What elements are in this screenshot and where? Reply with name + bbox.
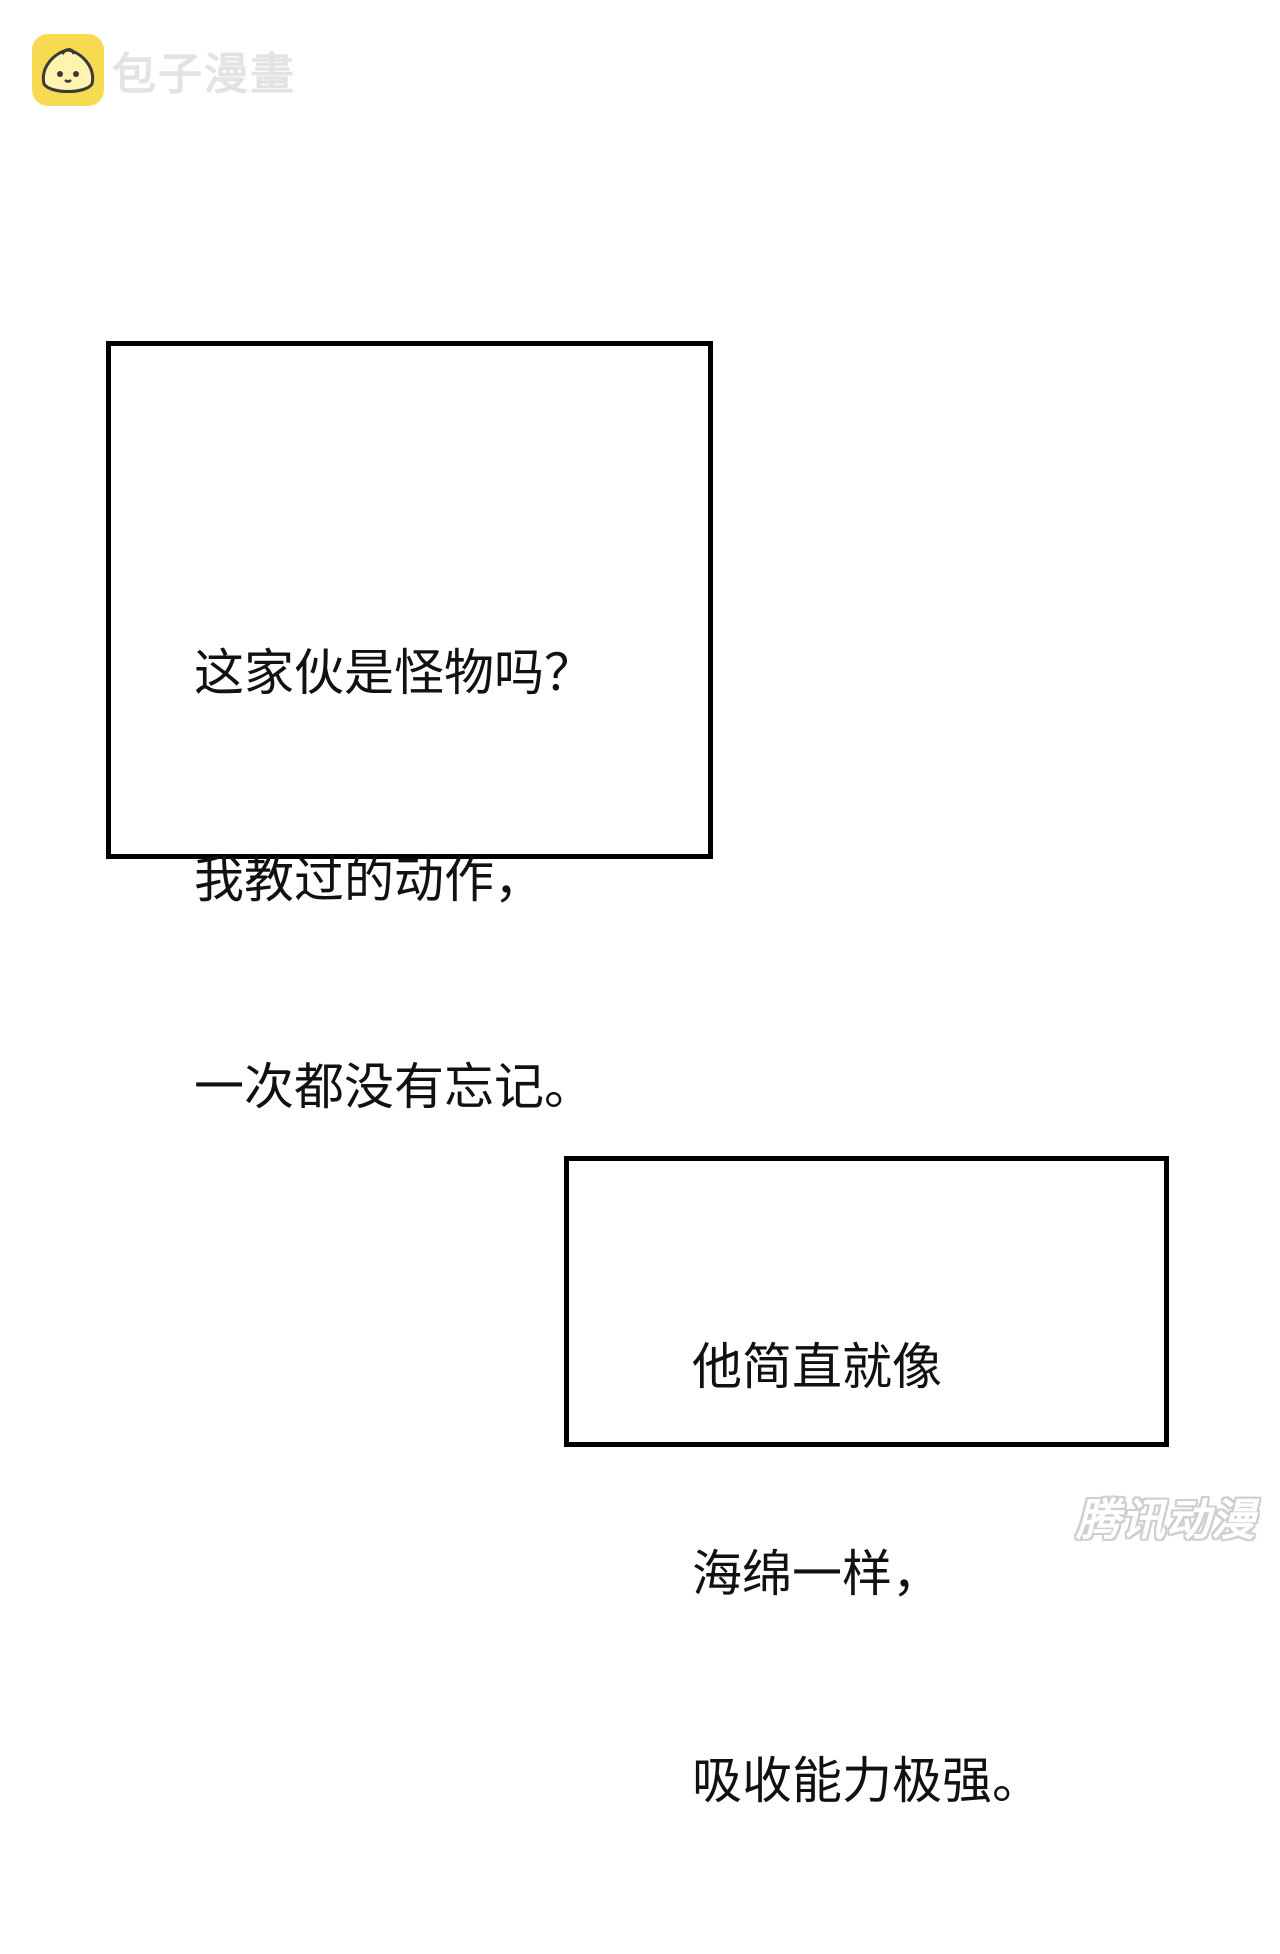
caption-line: 海绵一样， <box>692 1545 942 1603</box>
caption-text-2: 他简直就像 海绵一样， 吸收能力极强。 <box>692 1195 1042 1954</box>
caption-line: 我教过的动作， <box>194 851 544 909</box>
caption-line: 这家伙是怪物吗？ <box>194 644 594 702</box>
caption-line: 一次都没有忘记。 <box>194 1058 594 1116</box>
logo-text: 包子漫畫 <box>112 49 296 100</box>
bun-mascot-icon <box>32 34 104 106</box>
site-logo[interactable]: 包子漫畫 <box>32 34 296 106</box>
caption-line: 吸收能力极强。 <box>692 1752 1042 1810</box>
caption-line: 他简直就像 <box>692 1338 942 1396</box>
caption-box-2: 他简直就像 海绵一样， 吸收能力极强。 <box>564 1156 1169 1810</box>
caption-text-1: 这家伙是怪物吗？ 我教过的动作， 一次都没有忘记。 <box>194 501 594 1260</box>
caption-box-1: 这家伙是怪物吗？ 我教过的动作， 一次都没有忘记。 <box>106 341 713 1116</box>
watermark: 腾讯动漫 <box>1076 1495 1256 1546</box>
